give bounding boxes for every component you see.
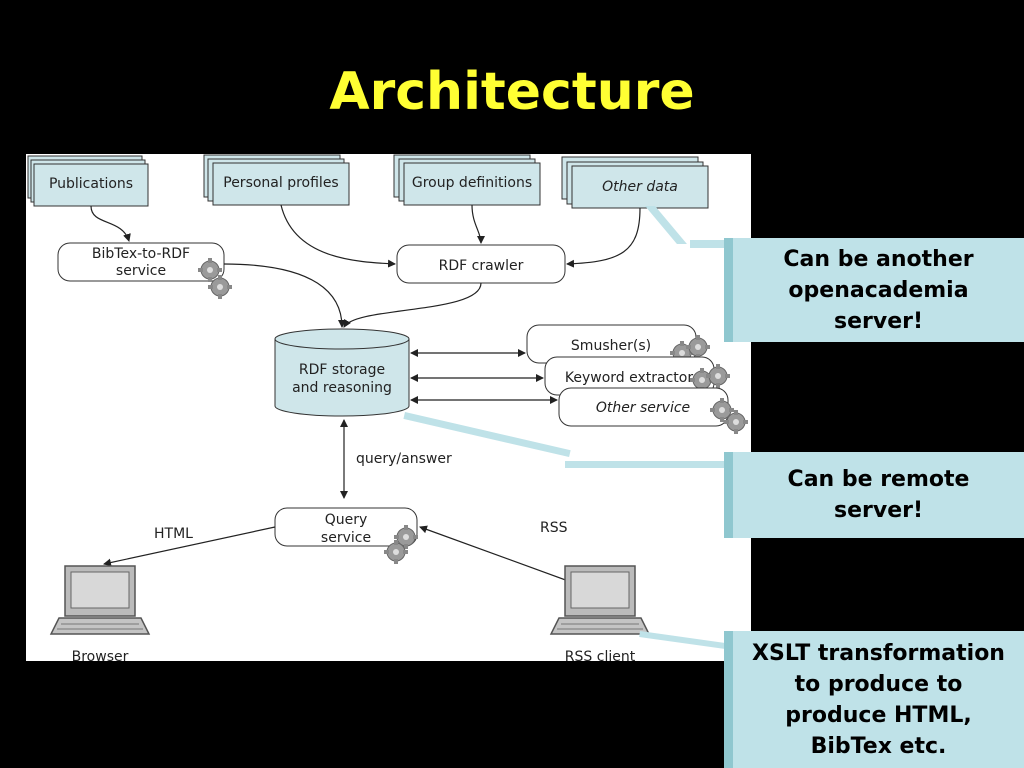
rss-label: RSS [540,520,568,536]
architecture-diagram: Publications Personal profiles Group def… [26,154,751,665]
svg-text:Other service: Other service [596,400,690,416]
query-service: Query service [274,507,419,565]
source-other-data: Other data [561,156,709,209]
laptop-icon [550,565,650,635]
service-other: Other service [558,387,749,435]
source-group-definitions: Group definitions [393,154,541,206]
svg-text:BibTex-to-RDF: BibTex-to-RDF [92,246,190,262]
svg-text:service: service [321,530,371,546]
svg-text:RSS client: RSS client [565,649,636,661]
source-label: Group definitions [412,175,532,191]
rdf-storage: RDF storage and reasoning [274,328,410,417]
callout-another-server: Can be another openacademia server! [724,238,1024,342]
browser: Browser [50,565,150,665]
query-answer-label: query/answer [356,451,452,467]
svg-text:Browser: Browser [72,649,129,661]
source-label: Other data [602,179,678,195]
source-publications: Publications [27,155,149,207]
source-label: Publications [49,176,133,192]
svg-text:Keyword extractor: Keyword extractor [565,370,693,386]
slide-title: Architecture [329,62,695,122]
callout-xslt: XSLT transformation to produce to produc… [724,631,1024,768]
rss-client: RSS client [550,565,650,665]
callout-connector [565,461,725,468]
service-smusher: Smusher(s) [526,324,711,366]
callout-remote-server: Can be remote server! [724,452,1024,538]
svg-text:service: service [116,263,166,279]
bibtex-to-rdf-service: BibTex-to-RDF service [57,242,233,300]
html-label: HTML [154,526,193,542]
svg-text:RDF crawler: RDF crawler [439,258,524,274]
svg-text:Smusher(s): Smusher(s) [571,338,651,354]
svg-text:Query: Query [325,512,368,528]
laptop-icon [50,565,150,635]
callout-connector [690,240,724,248]
svg-text:RDF storage: RDF storage [299,362,385,378]
source-label: Personal profiles [223,175,338,191]
source-personal-profiles: Personal profiles [203,154,350,206]
svg-text:and reasoning: and reasoning [292,380,392,396]
rdf-crawler: RDF crawler [396,244,566,284]
service-keyword-extractor: Keyword extractor [544,356,731,396]
